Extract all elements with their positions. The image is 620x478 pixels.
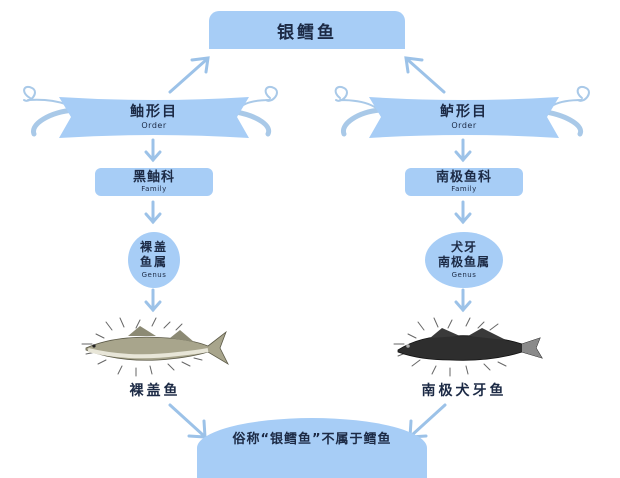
- arrows-layer: [23, 56, 590, 439]
- family-box-left: 黑鲉科 Family: [95, 168, 213, 196]
- title-label: 银鳕鱼: [277, 22, 337, 43]
- arrow-down-icon: [454, 138, 472, 163]
- genus-circle-right: 犬牙 南极鱼属 Genus: [425, 232, 503, 288]
- arrow-left-order-to-title-icon: [168, 56, 210, 94]
- family-label: 南极鱼科: [435, 169, 492, 185]
- arrow-down-icon: [144, 138, 162, 163]
- order-label: 鲉形目: [130, 104, 178, 120]
- sablefish-illustration-icon: [81, 317, 229, 377]
- fish-label-right: 南极犬牙鱼: [421, 383, 507, 399]
- arrow-right-order-to-title-icon: [404, 56, 446, 94]
- arrow-down-icon: [144, 200, 162, 225]
- conclusion-label: 俗称“银鳕鱼”不属于鳕鱼: [232, 432, 392, 447]
- order-banner-left: 鲉形目 Order: [59, 95, 249, 140]
- arrow-down-icon: [454, 200, 472, 225]
- genus-sublabel: Genus: [141, 271, 167, 279]
- genus-sublabel: Genus: [451, 271, 477, 279]
- arrow-down-icon: [144, 288, 162, 313]
- arrow-right-fish-to-conclusion-icon: [408, 403, 447, 439]
- fish-label-left: 裸盖鱼: [129, 383, 181, 399]
- order-label: 鲈形目: [440, 104, 488, 120]
- family-sublabel: Family: [451, 184, 477, 193]
- family-box-right: 南极鱼科 Family: [405, 168, 523, 196]
- family-label: 黑鲉科: [132, 169, 175, 185]
- genus-label: 犬牙 南极鱼属: [437, 240, 490, 269]
- genus-label: 裸盖 鱼属: [139, 240, 168, 269]
- arrow-down-icon: [454, 288, 472, 313]
- order-sublabel: Order: [141, 121, 167, 130]
- toothfish-illustration-icon: [393, 317, 543, 377]
- title-box: 银鳕鱼: [209, 11, 405, 49]
- arrow-left-fish-to-conclusion-icon: [168, 403, 207, 439]
- family-sublabel: Family: [141, 184, 167, 193]
- order-banner-right: 鲈形目 Order: [369, 95, 559, 140]
- genus-circle-left: 裸盖 鱼属 Genus: [128, 232, 180, 288]
- banner-shape-icon: [369, 97, 559, 138]
- conclusion-box: 俗称“银鳕鱼”不属于鳕鱼: [197, 418, 427, 478]
- order-sublabel: Order: [451, 121, 477, 130]
- banner-shape-icon: [59, 97, 249, 138]
